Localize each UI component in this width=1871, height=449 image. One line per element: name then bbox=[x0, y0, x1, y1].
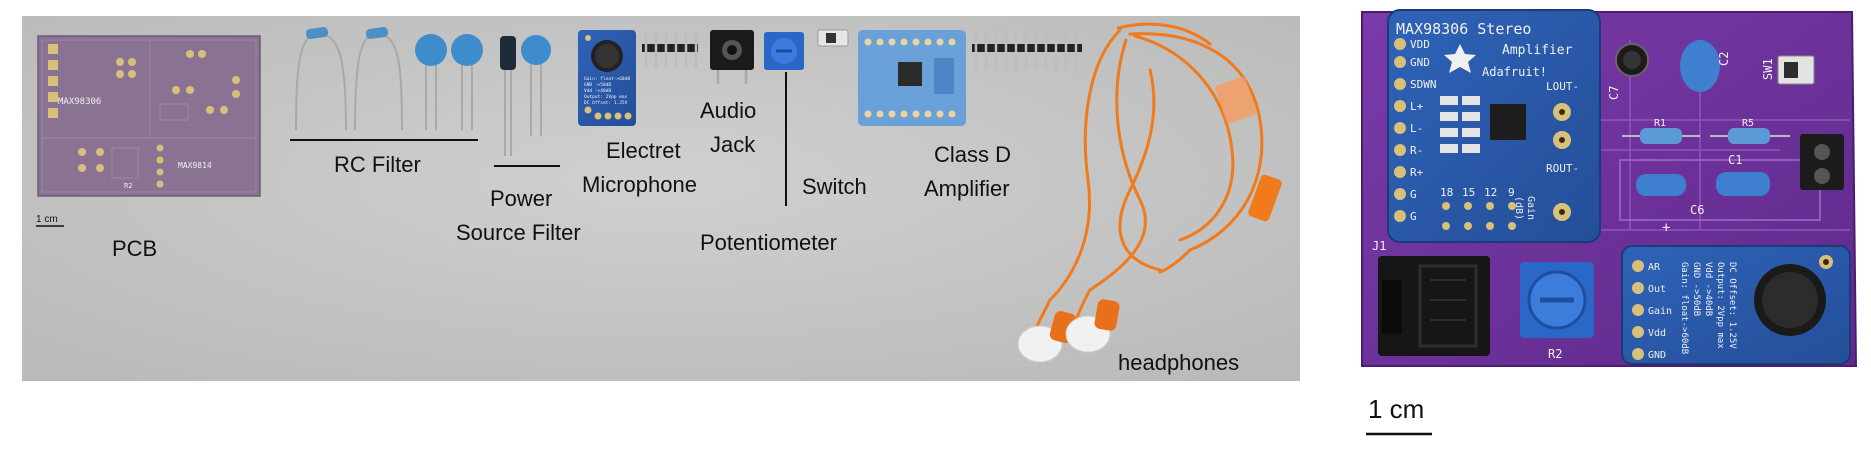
label-switch: Switch bbox=[802, 174, 867, 199]
mic-board-text-3: Vdd ->40dB bbox=[1703, 262, 1713, 316]
label-power-line1: Power bbox=[490, 186, 552, 211]
label-electret-microphone: Electret Microphone bbox=[582, 138, 697, 197]
cap-c1 bbox=[1716, 172, 1770, 196]
silk-sw1: SW1 bbox=[1761, 58, 1775, 80]
headphone-plug bbox=[1248, 174, 1282, 222]
label-power-line2: Source Filter bbox=[456, 220, 581, 245]
amp-brand: Adafruit! bbox=[1482, 65, 1547, 79]
cap-c2 bbox=[1680, 40, 1720, 92]
left-photo-panel: MAX98306 MAX9814 R2 1 cm PCB RC Filter bbox=[22, 16, 1300, 381]
silk-r2: R2 bbox=[1548, 347, 1562, 361]
amp-pin-lplus: L+ bbox=[1410, 100, 1424, 113]
amp-pin-g1: G bbox=[1410, 188, 1417, 201]
silk-c6: C6 bbox=[1690, 203, 1704, 217]
right-audio-jack bbox=[1378, 256, 1490, 356]
label-audio-jack: Audio Jack bbox=[700, 98, 762, 157]
amp-pin-rplus: R+ bbox=[1410, 166, 1424, 179]
amp-gain-pins bbox=[1442, 202, 1516, 230]
resistor-r5 bbox=[1710, 128, 1790, 144]
right-amp-board: MAX98306 Stereo Amplifier Adafruit! LOUT… bbox=[1387, 9, 1601, 243]
electret-microphone-board: Gain: float->60dB GND ->50dB Vdd ->40dB … bbox=[578, 30, 636, 126]
label-amp-line1: Class D bbox=[934, 142, 1011, 167]
amp-pin-g2: G bbox=[1410, 210, 1417, 223]
amp-gain-18: 18 bbox=[1440, 186, 1453, 199]
mic-pin-ar: AR bbox=[1648, 262, 1661, 273]
mic-pin-gnd: GND bbox=[1648, 350, 1666, 361]
mic-board-text-5: DC Offset: 1.25V bbox=[1727, 262, 1737, 349]
pcb-silk-max98306: MAX98306 bbox=[58, 97, 101, 107]
amp-pin-gnd: GND bbox=[1410, 56, 1430, 69]
class-d-amplifier-board bbox=[858, 30, 966, 126]
left-scale-text: 1 cm bbox=[36, 214, 58, 225]
right-scale-text: 1 cm bbox=[1368, 394, 1424, 424]
mic-pin-vdd: Vdd bbox=[1648, 328, 1666, 339]
silk-c2: C2 bbox=[1717, 52, 1731, 66]
silk-j1: J1 bbox=[1372, 239, 1386, 253]
label-pcb: PCB bbox=[112, 236, 157, 261]
label-rc-filter: RC Filter bbox=[334, 152, 421, 177]
header-pins-small bbox=[642, 32, 698, 68]
label-amp-line2: Amplifier bbox=[924, 176, 1010, 201]
amp-gain-label: Gain(dB) bbox=[1513, 196, 1536, 220]
headphone-tape bbox=[1215, 76, 1257, 124]
switch-component bbox=[817, 29, 849, 47]
mic-text-3: Vdd ->40dB bbox=[584, 88, 611, 94]
mic-pin-gain: Gain bbox=[1648, 306, 1672, 317]
silk-c7: C7 bbox=[1607, 86, 1621, 100]
amp-gain-12: 12 bbox=[1484, 186, 1497, 199]
amp-chip bbox=[1490, 104, 1526, 140]
adafruit-star-logo bbox=[1444, 44, 1476, 73]
potentiometer-component bbox=[764, 32, 804, 70]
amp-lout: LOUT- bbox=[1546, 80, 1579, 93]
label-headphones: headphones bbox=[1118, 350, 1239, 375]
amp-pin-rminus: R- bbox=[1410, 144, 1423, 157]
label-power-source-filter: Power Source Filter bbox=[456, 186, 581, 245]
mic-board-text-2: GND ->50dB bbox=[1691, 262, 1701, 316]
amp-pin-vdd: VDD bbox=[1410, 38, 1430, 51]
label-jack-line2: Jack bbox=[710, 132, 756, 157]
silk-r1: R1 bbox=[1654, 118, 1666, 129]
amp-pin-lminus: L- bbox=[1410, 122, 1423, 135]
right-photo-panel: MAX98306 Stereo Amplifier Adafruit! LOUT… bbox=[1361, 9, 1858, 436]
label-potentiometer: Potentiometer bbox=[700, 230, 837, 255]
amp-pin-column bbox=[1394, 38, 1406, 222]
rc-filter-components bbox=[295, 27, 483, 131]
pcb-board: MAX98306 MAX9814 R2 bbox=[37, 35, 261, 197]
label-jack-line1: Audio bbox=[700, 98, 756, 123]
earbuds bbox=[1017, 299, 1120, 363]
mic-text-5: DC Offset: 1.25V bbox=[584, 100, 628, 106]
resistor-r1 bbox=[1622, 128, 1700, 144]
power-source-filter-components bbox=[500, 35, 551, 156]
pcb-silk-r2: R2 bbox=[124, 182, 132, 190]
mic-pin-out: Out bbox=[1648, 284, 1666, 295]
label-mic-line1: Electret bbox=[606, 138, 681, 163]
terminal-block bbox=[1800, 134, 1844, 190]
amp-rout: ROUT- bbox=[1546, 162, 1579, 175]
amp-subtitle: Amplifier bbox=[1502, 43, 1573, 58]
headphones-component bbox=[1033, 22, 1264, 332]
mic-text-1: Gain: float->60dB bbox=[584, 76, 630, 82]
amp-gain-15: 15 bbox=[1462, 186, 1475, 199]
amp-gain-9: 9 bbox=[1508, 186, 1515, 199]
silk-r5: R5 bbox=[1742, 118, 1754, 129]
cap-c6 bbox=[1636, 174, 1686, 196]
label-mic-line2: Microphone bbox=[582, 172, 697, 197]
mic-board-text-1: Gain: float->60dB bbox=[1679, 262, 1689, 354]
amp-smd-parts bbox=[1440, 96, 1480, 153]
amp-pin-sdwn: SDWN bbox=[1410, 78, 1437, 91]
amp-title: MAX98306 Stereo bbox=[1396, 20, 1531, 38]
silk-plus: + bbox=[1662, 220, 1670, 236]
right-mic-board: AR Out Gain Vdd GND Gain: float->60dB GN… bbox=[1621, 245, 1851, 365]
right-potentiometer bbox=[1520, 262, 1594, 338]
pcb-silk-max9814: MAX9814 bbox=[178, 161, 212, 170]
silk-c1: C1 bbox=[1728, 153, 1742, 167]
header-pins-long bbox=[972, 30, 1082, 70]
cap-c7 bbox=[1615, 43, 1649, 77]
label-class-d-amplifier: Class D Amplifier bbox=[924, 142, 1017, 201]
mic-text-4: Output: 2Vpp max bbox=[584, 94, 628, 100]
audio-jack-component bbox=[710, 30, 754, 84]
mic-text-2: GND ->50dB bbox=[584, 82, 611, 88]
mic-board-text-4: Output: 2Vpp max bbox=[1715, 262, 1725, 349]
